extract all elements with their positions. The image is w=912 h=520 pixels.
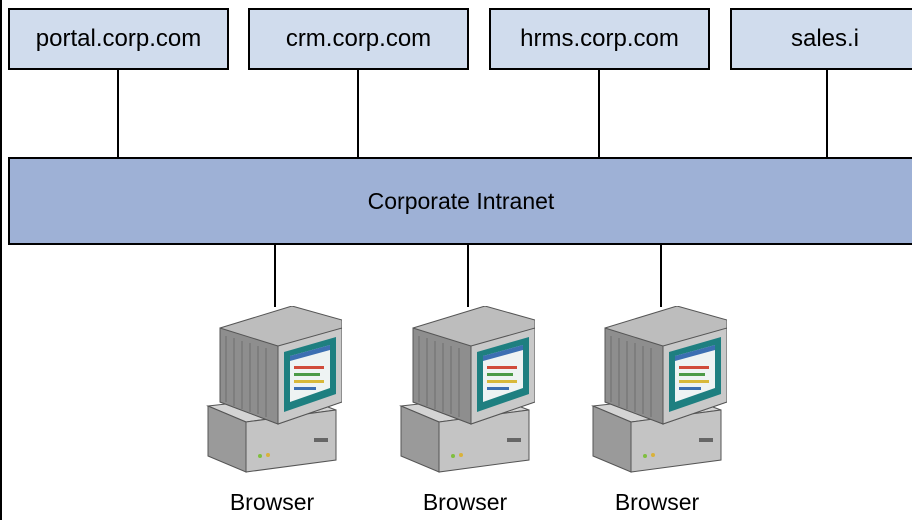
corporate-intranet-bar: Corporate Intranet	[8, 157, 912, 245]
client-computer	[202, 306, 342, 486]
server-label: crm.corp.com	[285, 25, 432, 52]
server-label: portal.corp.com	[35, 25, 202, 52]
client-label: Browser	[614, 489, 700, 515]
server-box-crm: crm.corp.com	[248, 8, 469, 70]
desktop-computer-icon	[591, 306, 727, 473]
server-box-sales: sales.i	[730, 8, 912, 70]
connector-line	[660, 245, 662, 307]
desktop-computer-icon	[399, 306, 535, 473]
connector-line	[598, 70, 600, 157]
connector-line	[117, 70, 119, 157]
server-label: hrms.corp.com	[520, 25, 679, 52]
client-label: Browser	[229, 489, 315, 515]
connector-line	[826, 70, 828, 157]
server-box-hrms: hrms.corp.com	[489, 8, 710, 70]
frame-border	[0, 0, 2, 520]
client-label: Browser	[422, 489, 508, 515]
server-box-portal: portal.corp.com	[8, 8, 229, 70]
client-computer	[395, 306, 535, 486]
connector-line	[357, 70, 359, 157]
desktop-computer-icon	[206, 306, 342, 473]
server-label: sales.i	[790, 25, 860, 52]
intranet-label: Corporate Intranet	[367, 187, 555, 214]
connector-line	[467, 245, 469, 307]
connector-line	[274, 245, 276, 307]
client-computer	[587, 306, 727, 486]
